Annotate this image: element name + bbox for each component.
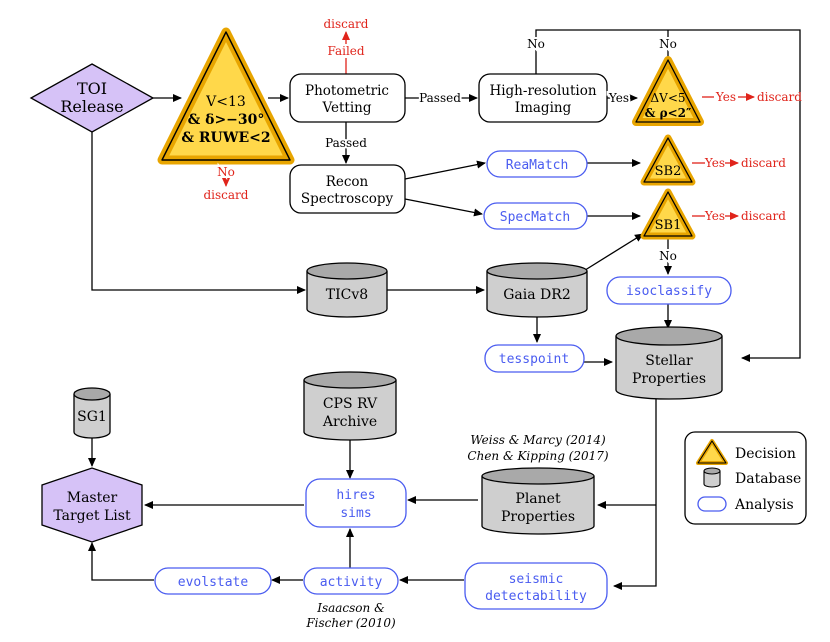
evolstate-label: evolstate	[178, 575, 249, 590]
delta-v-line-1: ΔV<5	[650, 91, 685, 105]
sb2-decision-triangle: SB2	[640, 134, 696, 186]
delta-v-line-2: & ρ<2″	[645, 106, 692, 120]
annotations: Weiss & Marcy (2014) Chen & Kipping (201…	[305, 433, 609, 630]
delta-v-decision-triangle: ΔV<5 & ρ<2″	[632, 56, 704, 126]
gaia-dr2-database: Gaia DR2	[486, 262, 588, 318]
seismic-label: seismic	[509, 572, 564, 587]
hires-label: hires	[336, 488, 375, 503]
master-line-2: Target List	[53, 508, 131, 524]
legend-database-label: Database	[735, 471, 801, 487]
label-discard-cut: discard	[204, 188, 249, 202]
toi-release-diamond: TOI Release	[29, 63, 155, 133]
cut-line-1: V<13	[205, 94, 246, 110]
label-yes-sb1: Yes	[704, 209, 725, 223]
label-yes-dv: Yes	[715, 90, 736, 104]
label-no-cut: No	[217, 165, 235, 179]
seismic-detectability-pill: seismic detectability	[464, 562, 608, 610]
reamatch-label: ReaMatch	[506, 158, 569, 173]
ticv8-label: TICv8	[326, 287, 368, 303]
master-line-1: Master	[67, 490, 118, 506]
hires-sims-pill: hires sims	[305, 478, 407, 528]
planet-line-2: Properties	[501, 509, 575, 525]
label-passed-right: Passed	[419, 91, 461, 105]
discard-arrows	[222, 31, 755, 220]
stellar-line-1: Stellar	[645, 353, 693, 369]
planet-ref-2: Chen & Kipping (2017)	[467, 449, 609, 463]
gaia-dr2-label: Gaia DR2	[503, 287, 570, 303]
stellar-line-2: Properties	[632, 371, 706, 387]
activity-ref-1: Isaacson &	[316, 601, 385, 615]
sb2-label: SB2	[655, 164, 682, 179]
legend: Decision Database Analysis	[684, 431, 807, 525]
legend-analysis-label: Analysis	[734, 497, 794, 513]
planet-line-1: Planet	[515, 491, 561, 507]
activity-label: activity	[320, 575, 383, 590]
tesspoint-label: tesspoint	[499, 352, 569, 367]
cut-decision-triangle: V<13 & δ>−30° & RUWE<2	[157, 27, 295, 165]
reamatch-pill: ReaMatch	[486, 150, 588, 178]
photometric-vetting-box: Photometric Vetting	[289, 73, 406, 123]
cps-rv-archive-database: CPS RV Archive	[303, 371, 397, 441]
legend-analysis-icon	[697, 496, 727, 512]
cps-rv-line-2: Archive	[322, 414, 377, 430]
evolstate-pill: evolstate	[154, 567, 272, 595]
photometric-vetting-line-1: Photometric	[305, 83, 389, 99]
specmatch-pill: SpecMatch	[483, 202, 588, 230]
cps-rv-line-1: CPS RV	[323, 396, 378, 412]
cut-line-2: & δ>−30°	[188, 112, 265, 128]
recon-line-2: Spectroscopy	[301, 191, 394, 207]
high-res-line-1: High-resolution	[489, 83, 596, 99]
cut-line-3: & RUWE<2	[181, 130, 270, 146]
isoclassify-label: isoclassify	[626, 284, 712, 299]
sims-label: sims	[340, 506, 371, 521]
planet-properties-database: Planet Properties	[481, 467, 595, 535]
sg1-label: SG1	[77, 409, 107, 425]
label-passed-down: Passed	[325, 136, 367, 150]
stellar-properties-database: Stellar Properties	[615, 326, 723, 400]
tesspoint-pill: tesspoint	[484, 344, 585, 373]
ticv8-database: TICv8	[306, 262, 388, 318]
high-res-line-2: Imaging	[515, 100, 572, 116]
planet-ref-1: Weiss & Marcy (2014)	[470, 433, 606, 447]
label-no-right: No	[659, 37, 677, 51]
label-no-left: No	[527, 37, 545, 51]
sb1-decision-triangle: SB1	[640, 188, 696, 240]
isoclassify-pill: isoclassify	[606, 276, 732, 305]
recon-line-1: Recon	[326, 174, 369, 190]
high-resolution-imaging-box: High-resolution Imaging	[478, 73, 608, 123]
activity-ref-2: Fischer (2010)	[305, 616, 396, 630]
legend-decision-label: Decision	[735, 446, 796, 462]
label-discard-sb1: discard	[741, 209, 786, 223]
toi-release-line-2: Release	[60, 97, 123, 116]
recon-spectroscopy-box: Recon Spectroscopy	[289, 164, 406, 214]
label-no-sb1: No	[659, 249, 677, 263]
activity-pill: activity	[303, 567, 399, 595]
sg1-database: SG1	[73, 387, 111, 439]
specmatch-label: SpecMatch	[500, 210, 570, 225]
label-yes-sb2: Yes	[704, 156, 725, 170]
label-yes-imaging: Yes	[608, 91, 629, 105]
connectors	[88, 29, 801, 590]
photometric-vetting-line-2: Vetting	[321, 100, 371, 116]
toi-release-line-1: TOI	[77, 79, 107, 98]
label-failed: Failed	[327, 44, 364, 58]
edge-labels: discard Failed Passed Passed Yes No No N…	[204, 17, 803, 265]
legend-decision-icon	[696, 439, 728, 465]
legend-database-icon	[703, 467, 721, 488]
sb1-label: SB1	[655, 218, 682, 233]
master-target-list-hexagon: Master Target List	[41, 467, 143, 543]
detectability-label: detectability	[485, 589, 587, 604]
label-discard-dv: discard	[757, 90, 802, 104]
label-discard-sb2: discard	[741, 156, 786, 170]
label-discard-top: discard	[324, 17, 369, 31]
